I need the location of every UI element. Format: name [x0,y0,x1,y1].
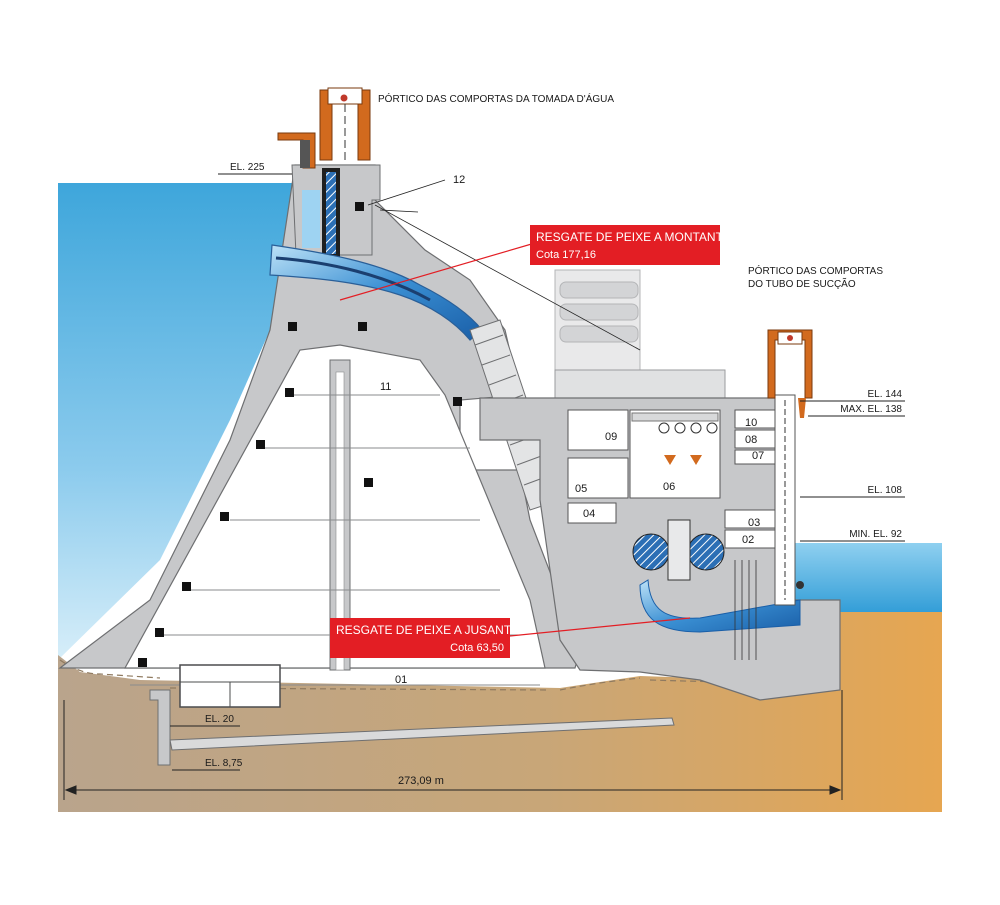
label-07: 07 [752,450,764,462]
vertical-shaft-core [335,371,345,671]
leader-lines [367,179,641,351]
intake-bulkhead [302,190,320,248]
elevation-lines [170,173,905,771]
crane-beam [631,412,719,422]
label-09: 09 [605,431,617,443]
elevation-225: EL. 225 [230,162,265,173]
upstream-reservoir [58,183,300,660]
downstream-callout-box [330,618,510,658]
spiral-case-right [687,533,725,571]
generator-units [658,422,718,465]
draft-gantry [767,329,813,418]
foundation-shaft [149,689,171,766]
room-04 [567,502,617,524]
elevation-20: EL. 20 [205,714,234,725]
label-04: 04 [583,508,595,520]
dimension-label: 273,09 m [398,775,444,787]
label-10: 10 [745,417,757,429]
top-gantry-label: PÓRTICO DAS COMPORTAS DA TOMADA D'ÁGUA [378,92,614,105]
foundation-soil [58,612,942,812]
draft-tube-gate-grid [734,560,757,660]
tower-floors [559,281,639,343]
label-03: 03 [748,517,760,529]
gate-marker [796,581,804,589]
elevation-144: EL. 144 [868,389,903,400]
intake-gate-slot-inner [326,172,336,254]
intake-gantry [277,87,371,169]
turbine-core [667,519,691,581]
section-markers [138,202,462,667]
elevation-max-138: MAX. EL. 138 [840,404,902,415]
label-08: 08 [745,434,757,446]
label-12: 12 [453,174,465,186]
spiral-case-left [632,533,670,571]
penstock-upper [269,244,483,341]
draft-gantry-label-line2: DO TUBO DE SUCÇÃO [748,277,856,290]
elevation-108: EL. 108 [868,485,903,496]
upstream-callout-subtitle: Cota 177,16 [536,249,596,261]
draft-gantry-label-line1: PÓRTICO DAS COMPORTAS [748,264,883,277]
room-05 [567,457,629,499]
room-09 [567,409,629,451]
upstream-callout-box [530,225,720,265]
dimension-line [63,690,843,800]
powerhouse-roof [554,369,726,401]
elevation-8-75: EL. 8,75 [205,758,243,769]
label-11: 11 [380,381,391,393]
elevation-min-92: MIN. EL. 92 [849,529,902,540]
drainage-tunnel [169,717,675,751]
upstream-callout-leader [339,242,536,301]
downstream-callout-title: RESGATE DE PEIXE A JUSANTE [336,623,519,637]
generator-hall [629,409,721,499]
downstream-callout-leader [509,617,691,637]
room-10 [734,409,781,429]
penstock-upper-highlight [275,256,431,302]
room-08 [734,429,781,449]
soil-surface-texture [59,659,831,691]
label-01: 01 [395,674,407,686]
downstream-callout-subtitle: Cota 63,50 [450,642,504,654]
label-02: 02 [742,534,754,546]
upstream-callout-title: RESGATE DE PEIXE A MONTANTE [536,230,731,244]
label-05: 05 [575,483,587,495]
label-06: 06 [663,481,675,493]
